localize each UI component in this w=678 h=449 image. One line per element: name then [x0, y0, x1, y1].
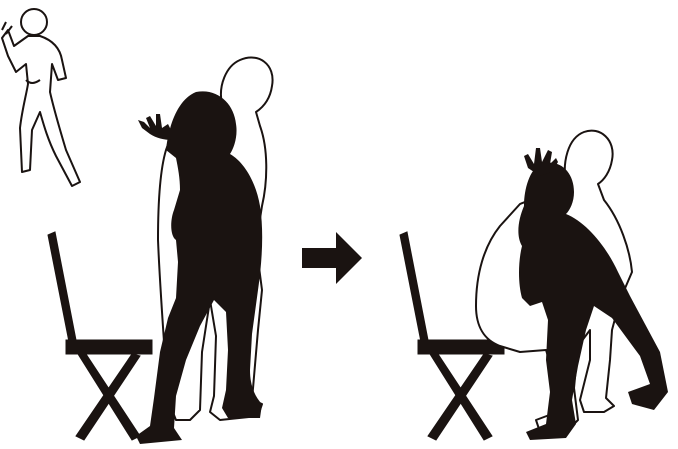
right-arrow-icon [302, 232, 362, 284]
folding-chair [48, 232, 152, 440]
small-outline-figure [2, 9, 80, 186]
